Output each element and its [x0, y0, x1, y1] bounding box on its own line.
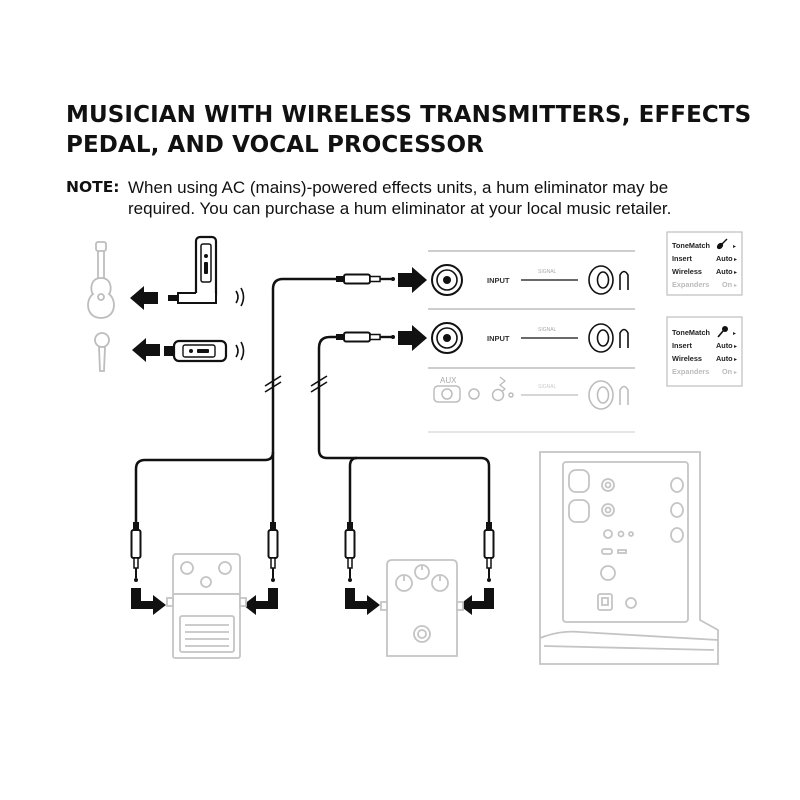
- cable-2-plug-mixer: [335, 331, 396, 343]
- wireless-signal-icon: [235, 341, 245, 361]
- mixer-channel-strips: INPUT SIGNAL INPUT SIGNAL AUX: [428, 250, 635, 433]
- svg-text:▸: ▸: [734, 283, 737, 289]
- svg-text:▸: ▸: [733, 331, 736, 337]
- cable-1-plug-mixer: [335, 273, 396, 285]
- arrow-into-pedal-2-left-icon: [345, 588, 380, 615]
- panel-2-row-3-value: Auto: [716, 354, 733, 363]
- channel-2-knob-icon: [588, 323, 629, 353]
- note-line-2: required. You can purchase a hum elimina…: [128, 199, 672, 218]
- channel-1-signal-label: SIGNAL: [538, 269, 557, 275]
- channel-2-signal-label: SIGNAL: [538, 327, 557, 333]
- svg-text:▸: ▸: [734, 357, 737, 363]
- channel-2-combo-jack: [431, 322, 463, 354]
- wireless-transmitter-mic: [164, 339, 228, 363]
- channel-3-signal-label: SIGNAL: [538, 384, 557, 390]
- arrow-into-pedal-1-left-icon: [131, 588, 166, 615]
- channel-1-knob-icon: [588, 265, 629, 295]
- pedal-1-send-plug: [130, 521, 142, 583]
- arrow-left-mic-icon: [132, 338, 160, 362]
- panel-2-row-3-label: Wireless: [672, 354, 702, 363]
- effects-pedal-2: [380, 559, 464, 657]
- microphone-icon: [94, 332, 110, 372]
- bluetooth-button-icon: [491, 388, 514, 402]
- guitar-preset-icon: [716, 238, 728, 250]
- channel-2-input-label: INPUT: [487, 334, 510, 343]
- note-line-1: When using AC (mains)-powered effects un…: [128, 178, 669, 197]
- panel-1-row-2-value: Auto: [716, 254, 733, 263]
- panel-1-row-3-label: Wireless: [672, 267, 702, 276]
- panel-2-row-4-value: On: [722, 367, 732, 376]
- arrow-into-pedal-1-right-icon: [243, 588, 278, 615]
- guitar-icon: [87, 241, 115, 319]
- panel-1-row-1-label: ToneMatch: [672, 241, 710, 250]
- wireless-transmitter-guitar: [168, 235, 218, 304]
- note-text: When using AC (mains)-powered effects un…: [128, 177, 768, 219]
- wireless-signal-icon: [235, 287, 245, 307]
- panel-1-row-4-label: Expanders: [672, 280, 709, 289]
- panel-1-row-4-value: On: [722, 280, 732, 289]
- cable-break-marks: [264, 375, 328, 393]
- effects-pedal-1: [166, 553, 247, 659]
- aux-label: AUX: [440, 376, 457, 385]
- svg-text:▸: ▸: [734, 370, 737, 376]
- panel-2-row-2-value: Auto: [716, 341, 733, 350]
- panel-2-row-1-label: ToneMatch: [672, 328, 710, 337]
- cable-2: [317, 335, 491, 522]
- aux-jack-icon: [433, 385, 480, 403]
- svg-text:▸: ▸: [734, 344, 737, 350]
- svg-text:▸: ▸: [734, 270, 737, 276]
- channel-2-settings-panel: ToneMatch ▸ Insert Auto ▸ Wireless Auto …: [666, 316, 743, 387]
- page-title: MUSICIAN WITH WIRELESS TRANSMITTERS, EFF…: [66, 100, 751, 160]
- channel-3-knob-icon: [588, 380, 629, 410]
- title-line-1: MUSICIAN WITH WIRELESS TRANSMITTERS, EFF…: [66, 102, 752, 128]
- panel-2-row-2-label: Insert: [672, 341, 692, 350]
- arrow-into-pedal-2-right-icon: [459, 588, 494, 615]
- svg-text:▸: ▸: [733, 244, 736, 250]
- arrow-left-guitar-icon: [130, 286, 158, 310]
- arrow-right-input-1-icon: [398, 267, 427, 293]
- channel-1-input-label: INPUT: [487, 276, 510, 285]
- svg-text:▸: ▸: [734, 257, 737, 263]
- pedal-2-return-plug: [483, 521, 495, 583]
- note-label: NOTE:: [66, 178, 120, 196]
- arrow-right-input-2-icon: [398, 325, 427, 351]
- cable-1: [134, 277, 344, 522]
- pedal-2-send-plug: [344, 521, 356, 583]
- pedal-1-return-plug: [267, 521, 279, 583]
- microphone-preset-icon: [717, 326, 728, 338]
- channel-1-settings-panel: ToneMatch ▸ Insert Auto ▸ Wireless Auto …: [666, 231, 743, 296]
- panel-2-row-4-label: Expanders: [672, 367, 709, 376]
- panel-1-row-2-label: Insert: [672, 254, 692, 263]
- speaker-unit: [539, 451, 719, 665]
- panel-1-row-3-value: Auto: [716, 267, 733, 276]
- title-line-2: PEDAL, AND VOCAL PROCESSOR: [66, 132, 484, 158]
- bluetooth-icon: [498, 376, 507, 394]
- channel-1-combo-jack: [431, 264, 463, 296]
